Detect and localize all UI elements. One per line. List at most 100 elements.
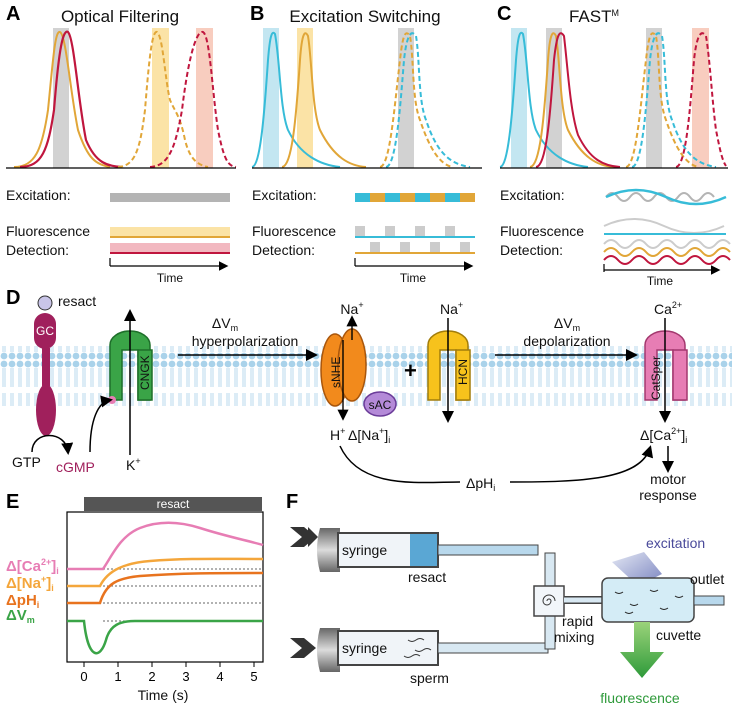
fluorescence-label-c: Fluorescence	[500, 223, 584, 239]
svg-text:sNHE: sNHE	[329, 357, 343, 388]
gray-band	[53, 28, 69, 168]
depolarization-label: depolarization	[523, 333, 610, 349]
gold-dashed-curve	[117, 31, 209, 168]
snhe-transporter: sNHE	[320, 315, 367, 421]
panel-c-title: FASTM	[569, 7, 619, 26]
excitation-label-f: excitation	[646, 535, 705, 551]
hyperpolarization-label: hyperpolarization	[192, 333, 299, 349]
sac-enzyme	[363, 391, 397, 417]
na-label-1: Na+	[340, 300, 363, 317]
cuvette-label: cuvette	[656, 627, 701, 643]
excitation-label: Excitation:	[6, 187, 71, 203]
detect-bar	[110, 243, 230, 253]
trace-3	[67, 619, 263, 655]
trace-label-0: Δ[Ca2+]i	[6, 557, 59, 576]
dvm-label-1: ΔVm	[212, 315, 238, 333]
syringe-1-label: syringe	[342, 542, 387, 558]
cyan-wave	[605, 188, 727, 206]
mixing-label: mixing	[554, 629, 594, 645]
gold-curve-b	[281, 32, 367, 168]
ca-label: Ca2+	[654, 300, 682, 317]
resact-bar-label: resact	[157, 497, 190, 511]
detection-label-c: Detection:	[500, 242, 563, 258]
gc-receptor: GC	[34, 295, 56, 436]
panel-a-title: Optical Filtering	[61, 7, 179, 26]
panel-d: D GC resact CNGK K+ ΔVm hyperpolarizatio…	[0, 287, 732, 503]
yellow-band	[152, 28, 169, 168]
excitation-label-b: Excitation:	[252, 187, 317, 203]
outlet-label: outlet	[690, 571, 724, 587]
cngk-channel: CNGK	[108, 309, 153, 455]
time-label-c: Time	[647, 274, 674, 288]
x-tick-label-3: 3	[182, 669, 189, 684]
dvm-label-2: ΔVm	[554, 315, 580, 333]
na-label-2: Na+	[440, 300, 463, 317]
salmon-band	[196, 28, 213, 168]
rapid-label: rapid	[562, 613, 593, 629]
mixer	[533, 585, 565, 617]
resact-label: resact	[58, 293, 96, 309]
panel-letter-c: C	[497, 3, 511, 25]
k-label: K+	[126, 456, 141, 473]
dna-label: Δ[Na+]i	[348, 426, 390, 445]
trace-0	[67, 521, 264, 571]
traces	[67, 521, 264, 655]
svg-text:HCN: HCN	[456, 359, 470, 385]
gray-wave	[605, 192, 715, 202]
cngk-label: CNGK	[138, 355, 152, 390]
gtp-label: GTP	[12, 454, 41, 470]
fluorescence-label-f: fluorescence	[600, 690, 680, 706]
cgmp-label: cGMP	[56, 459, 95, 475]
panel-letter-d: D	[6, 287, 20, 309]
fluorescence-label: Fluorescence	[6, 223, 90, 239]
panel-f: F syringe resact syringe sperm rapid mix…	[286, 491, 725, 706]
panel-c: C FASTM Excitation: Fluorescence Detecti…	[497, 3, 731, 288]
panel-letter-e: E	[6, 491, 19, 513]
sac-label: sAC	[369, 398, 392, 412]
motor-label-1: motor	[650, 471, 686, 487]
cyan-curve	[251, 31, 341, 168]
time-label: Time	[157, 271, 184, 285]
x-tick-label-1: 1	[114, 669, 121, 684]
resact-bar	[84, 497, 262, 511]
panel-letter-a: A	[6, 3, 20, 25]
hcn-channel: HCN	[427, 318, 471, 423]
plus-sign: +	[404, 358, 417, 383]
excitation-label-c: Excitation:	[500, 187, 565, 203]
motor-label-2: response	[639, 487, 697, 503]
red-curve	[19, 30, 123, 169]
x-tick-label-4: 4	[216, 669, 223, 684]
detection-label-b: Detection:	[252, 242, 315, 258]
svg-text:CatSper: CatSper	[649, 356, 663, 400]
time-axis-label: Time (s)	[138, 687, 189, 703]
x-tick-label-2: 2	[148, 669, 155, 684]
x-tick-label-0: 0	[80, 669, 87, 684]
detection-label: Detection:	[6, 242, 69, 258]
excitation-bar	[110, 193, 230, 202]
sperm-icons	[403, 638, 432, 658]
syringe-2	[337, 630, 439, 666]
catsper-channel: CatSper	[644, 318, 688, 423]
fluorescence-arrow	[620, 622, 664, 678]
panel-letter-b: B	[250, 3, 264, 25]
dca-label: Δ[Ca2+]i	[640, 426, 687, 445]
push-arrow-2	[290, 638, 316, 658]
fluorescence-label-b: Fluorescence	[252, 223, 336, 239]
trace-1	[67, 557, 264, 588]
time-label-b: Time	[400, 271, 427, 285]
fluor-bar	[110, 227, 230, 237]
panel-letter-f: F	[286, 491, 298, 513]
gc-label: GC	[36, 324, 54, 338]
trace-2	[67, 571, 264, 605]
gold-curve	[13, 31, 111, 168]
dph-label: ΔpHi	[466, 475, 495, 493]
red-dashed-curve	[149, 31, 237, 168]
panel-b-title: Excitation Switching	[289, 7, 440, 26]
sperm-label: sperm	[410, 670, 449, 686]
x-tick-label-5: 5	[250, 669, 257, 684]
h-label: H+	[330, 426, 345, 443]
panel-a: A Optical Filtering Excitation: Fluoresc…	[6, 3, 237, 285]
cuvette	[601, 577, 695, 623]
